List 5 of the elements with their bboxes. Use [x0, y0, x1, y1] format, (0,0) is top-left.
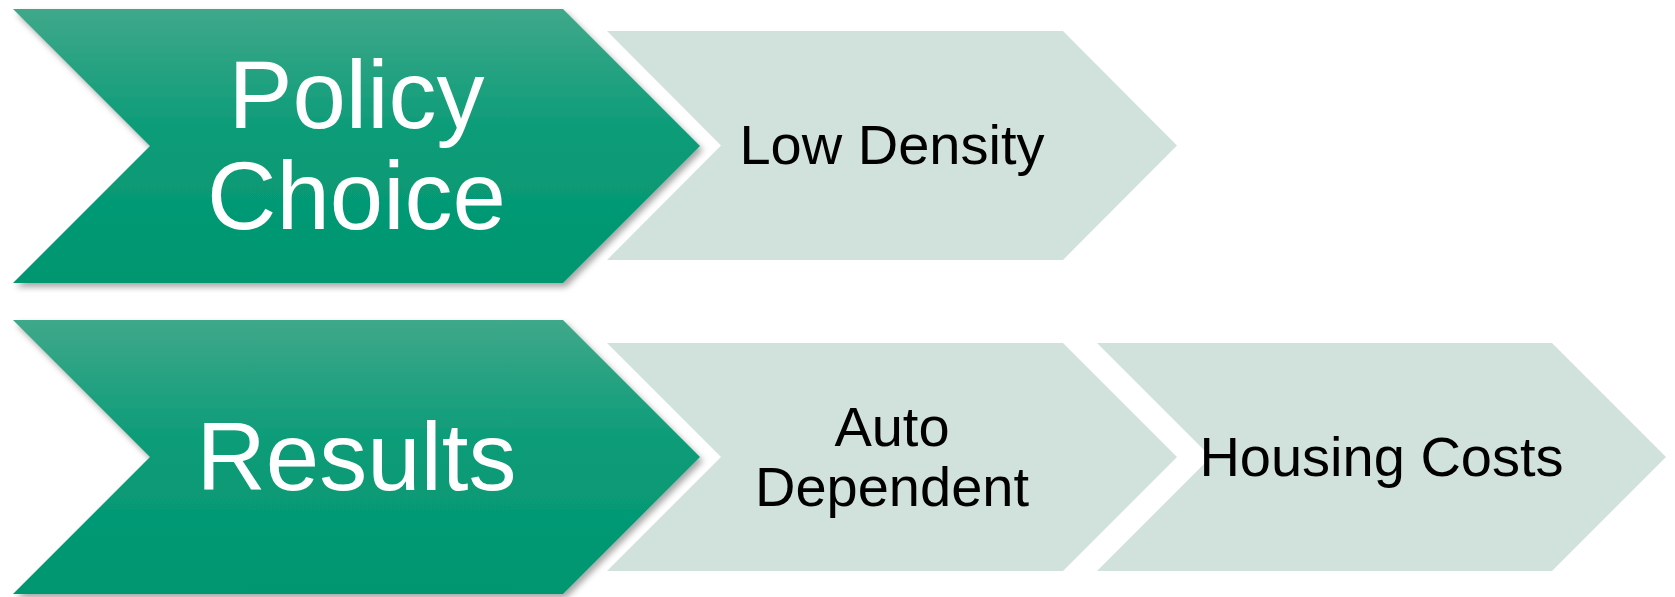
- step-label: Policy Choice: [206, 45, 507, 247]
- step-label: Low Density: [739, 115, 1045, 176]
- step-label: Auto Dependent: [753, 396, 1030, 518]
- step-label: Housing Costs: [1199, 426, 1564, 488]
- step-label: Results: [196, 406, 517, 508]
